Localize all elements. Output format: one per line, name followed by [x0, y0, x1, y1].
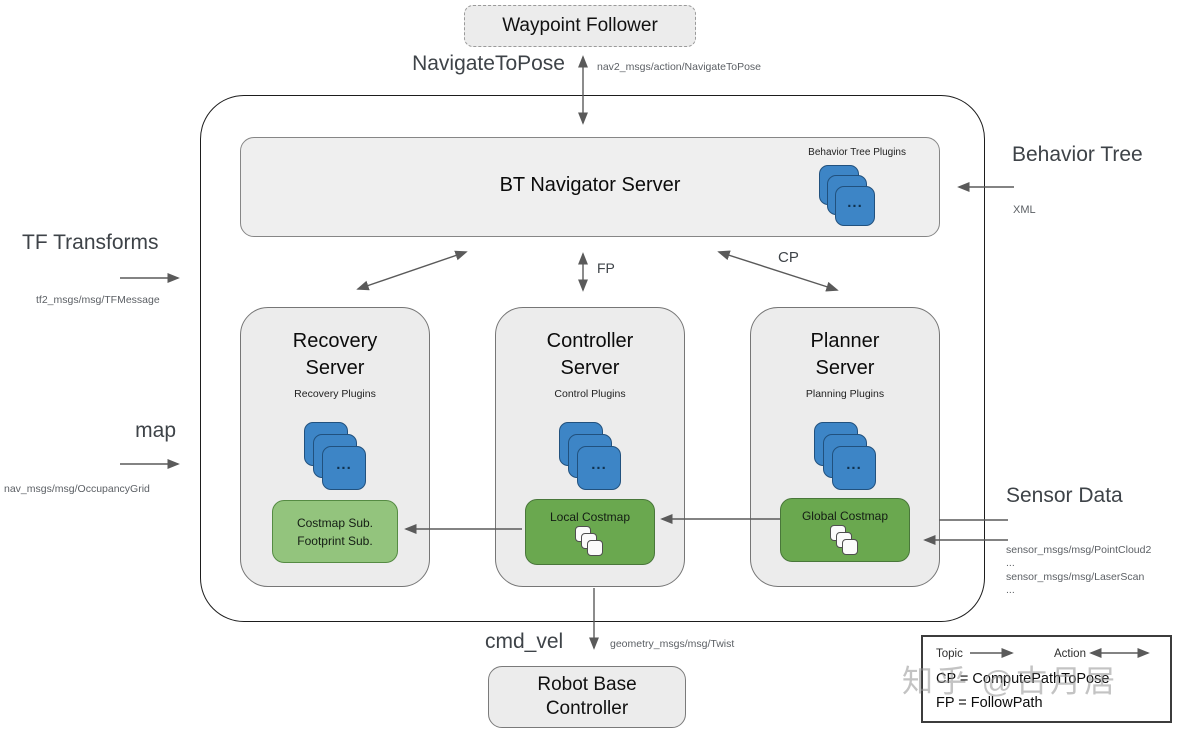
plugin-card-front: ...	[322, 446, 366, 490]
sensor-topic-ellipsis: ...	[1006, 584, 1015, 596]
plugin-card-front: ...	[835, 186, 875, 226]
map-topic: nav_msgs/msg/OccupancyGrid	[4, 483, 150, 495]
plugin-card-front: ...	[832, 446, 876, 490]
recovery-plugins-label: Recovery Plugins	[294, 388, 376, 400]
bt-navigator-server-node: BT Navigator Server Behavior Tree Plugin…	[240, 137, 940, 237]
local-costmap-node: Local Costmap	[525, 499, 655, 565]
legend-box: Topic Action CP = ComputePathToPose FP =…	[921, 635, 1172, 723]
costmap-layers-icon	[575, 526, 605, 558]
legend-cp-line: CP = ComputePathToPose	[936, 671, 1110, 687]
navigate-to-pose-topic: nav2_msgs/action/NavigateToPose	[597, 61, 762, 73]
waypoint-follower-label: Waypoint Follower	[502, 15, 658, 36]
ellipsis-label: ...	[336, 455, 352, 473]
local-costmap-label: Local Costmap	[549, 510, 631, 524]
sensor-topic-pointcloud: sensor_msgs/msg/PointCloud2	[1006, 544, 1152, 556]
global-costmap-node: Global Costmap	[780, 498, 910, 562]
planner-server-title: Planner Server	[810, 330, 880, 379]
map-label: map	[135, 419, 176, 442]
plugin-card-front: ...	[577, 446, 621, 490]
behavior-tree-label: Behavior Tree	[1012, 143, 1143, 166]
control-plugins-label: Control Plugins	[554, 388, 626, 400]
costmap-layers-icon	[830, 525, 860, 557]
legend-topic-label: Topic	[936, 648, 963, 660]
plugin-stack-icon: ...	[819, 165, 875, 226]
cmd-vel-topic: geometry_msgs/msg/Twist	[610, 638, 735, 650]
costmap-footprint-sub-node: Costmap Sub. Footprint Sub.	[272, 500, 398, 563]
plugin-stack-icon: ...	[814, 422, 876, 490]
cmd-vel-label: cmd_vel	[485, 630, 564, 653]
planning-plugins-label: Planning Plugins	[805, 388, 885, 400]
plugin-stack-icon: ...	[559, 422, 621, 490]
controller-server-title: Controller Server	[546, 330, 634, 379]
behavior-tree-format: XML	[1013, 204, 1036, 216]
tf-transforms-label: TF Transforms	[22, 231, 159, 254]
ellipsis-label: ...	[846, 455, 862, 473]
navigate-to-pose-label: NavigateToPose	[412, 52, 565, 75]
sensor-topic-ellipsis: ...	[1006, 557, 1015, 569]
ellipsis-label: ...	[847, 193, 863, 211]
legend-action-label: Action	[1054, 648, 1086, 660]
behavior-tree-plugins-label: Behavior Tree Plugins	[808, 147, 906, 158]
robot-base-controller-label: Robot Base Controller	[537, 674, 637, 719]
layer-front	[587, 540, 603, 556]
zhihu-watermark: 知乎 @古月居	[902, 664, 1119, 699]
waypoint-follower-node: Waypoint Follower	[464, 5, 696, 47]
cp-arrow-tag: CP	[778, 249, 799, 266]
bt-navigator-title: BT Navigator Server	[499, 174, 681, 196]
fp-arrow-tag: FP	[597, 260, 615, 276]
legend-fp-line: FP = FollowPath	[936, 695, 1043, 711]
recovery-server-title: Recovery Server	[292, 330, 378, 379]
sensor-data-label: Sensor Data	[1006, 484, 1123, 507]
layer-front	[842, 539, 858, 555]
global-costmap-label: Global Costmap	[801, 509, 889, 523]
ellipsis-label: ...	[591, 455, 607, 473]
plugin-stack-icon: ...	[304, 422, 366, 490]
sensor-topic-laserscan: sensor_msgs/msg/LaserScan	[1006, 571, 1145, 583]
robot-base-controller-node: Robot Base Controller	[488, 666, 686, 728]
tf-topic: tf2_msgs/msg/TFMessage	[36, 294, 160, 306]
